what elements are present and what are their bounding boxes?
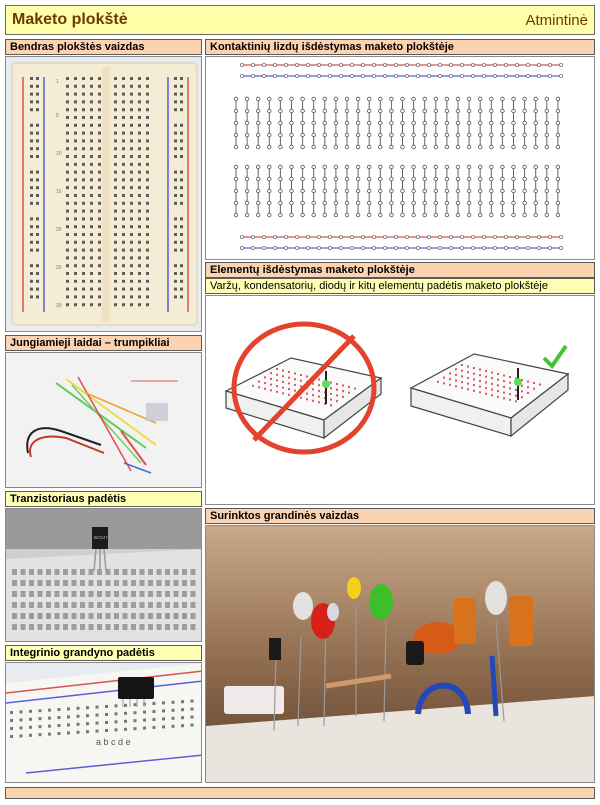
elements-subheading: Varžų, kondensatorių, diodų ir kitų elem…	[205, 278, 595, 294]
ic-on-breadboard-photo: a b c d e	[6, 663, 201, 782]
assembled-heading: Surinktos grandinės vaizdas	[205, 508, 595, 524]
row-number: 1	[56, 79, 59, 85]
row-number: 10	[56, 151, 62, 157]
layout-heading: Kontaktinių lizdų išdėstymas maketo plok…	[205, 39, 595, 55]
socket-layout-svg	[233, 63, 563, 250]
row-numbers: 1 5 10 15 20 25 30	[56, 79, 62, 309]
memo-badge: Atmintinė	[525, 12, 588, 29]
row-number: 25	[56, 265, 62, 271]
wrong-placement	[224, 321, 383, 455]
element-placement-svg	[224, 321, 570, 455]
jumper-wires-photo	[6, 353, 201, 487]
page-title: Maketo plokštė	[12, 11, 128, 28]
transistor-on-breadboard-photo: BC547	[6, 509, 201, 641]
transistor-photo: BC547	[5, 508, 202, 642]
page-header: Maketo plokštė Atmintinė	[5, 5, 595, 35]
assembled-circuit-svg	[206, 526, 594, 782]
overview-heading: Bendras plokštės vaizdas	[5, 39, 202, 55]
breadboard-photo: 1 5 10 15 20 25 30	[6, 57, 201, 331]
jumpers-photo	[5, 352, 202, 488]
footer-bar	[5, 787, 595, 799]
socket-layout-diagram	[205, 56, 595, 260]
row-number: 15	[56, 189, 62, 195]
check-mark-icon	[542, 344, 568, 370]
column-letters: a b c d e	[96, 737, 131, 747]
right-placement	[409, 344, 570, 438]
element-placement-illustration	[205, 295, 595, 505]
transistor-label: BC547	[94, 535, 108, 540]
ic-photo: a b c d e	[5, 662, 202, 783]
row-number: 30	[56, 303, 62, 309]
elements-heading: Elementų išdėstymas maketo plokštėje	[205, 262, 595, 278]
row-number: 5	[56, 113, 59, 119]
row-number: 20	[56, 227, 62, 233]
ic-heading: Integrinio grandyno padėtis	[5, 645, 202, 661]
crossed-circle-icon	[231, 321, 377, 455]
jumpers-heading: Jungiamieji laidai – trumpikliai	[5, 335, 202, 351]
transistor-heading: Tranzistoriaus padėtis	[5, 491, 202, 507]
overview-photo: 1 5 10 15 20 25 30	[5, 56, 202, 332]
assembled-circuit-photo	[205, 525, 595, 783]
